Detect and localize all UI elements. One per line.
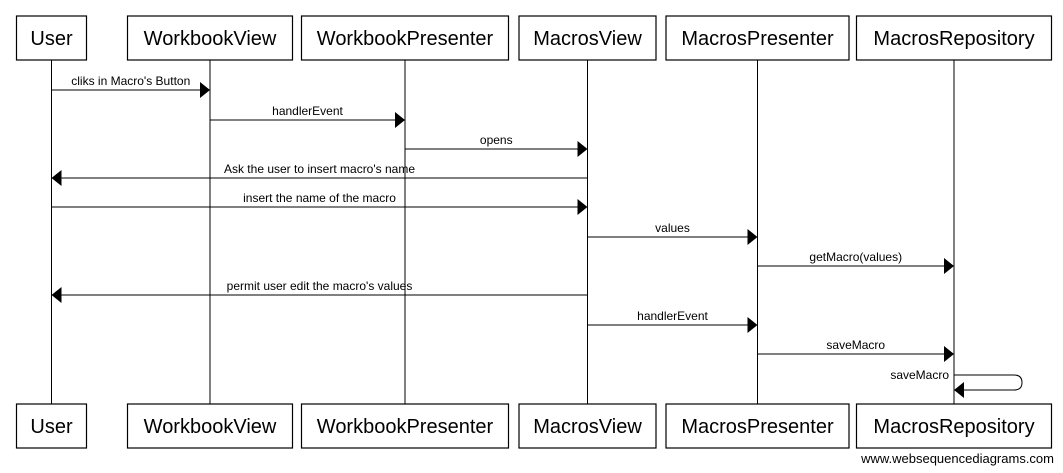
participant-name: User (30, 416, 73, 438)
arrowhead-icon (577, 199, 588, 215)
arrowhead-icon (954, 382, 964, 398)
participant-name: MacrosRepository (873, 28, 1034, 50)
participant-boxes: UserUserWorkbookViewWorkbookViewWorkbook… (15, 15, 1053, 449)
participant-box (126, 403, 294, 449)
participant-box (855, 403, 1053, 449)
message-11: saveMacro (890, 368, 1023, 398)
message-6: values (587, 221, 758, 245)
participant-macros-view-top: MacrosView (518, 15, 657, 61)
participant-name: MacrosView (533, 416, 642, 438)
participant-box (15, 403, 88, 449)
participant-macros-presenter-top: MacrosPresenter (665, 15, 850, 61)
message-label: saveMacro (826, 338, 885, 352)
participant-name: MacrosPresenter (681, 28, 834, 50)
participant-box (665, 15, 850, 61)
lifelines (51, 60, 955, 404)
arrowhead-icon (51, 170, 62, 186)
message-10: saveMacro (757, 338, 954, 362)
participant-box (15, 15, 88, 61)
participant-box (300, 15, 510, 61)
credit-text: www.websequencediagrams.com (860, 451, 1054, 466)
message-4: Ask the user to insert macro's name (51, 162, 588, 186)
participant-user-top: User (15, 15, 88, 61)
arrowhead-icon (747, 229, 758, 245)
participant-box (518, 403, 657, 449)
message-label: handlerEvent (637, 309, 708, 323)
participant-workbook-view-bottom: WorkbookView (126, 403, 294, 449)
participant-name: MacrosPresenter (681, 416, 834, 438)
message-label: getMacro(values) (809, 250, 902, 264)
participant-workbook-presenter-top: WorkbookPresenter (300, 15, 510, 61)
arrowhead-icon (200, 82, 210, 98)
participant-workbook-view-top: WorkbookView (126, 15, 294, 61)
participant-name: MacrosRepository (873, 416, 1034, 438)
participant-workbook-presenter-bottom: WorkbookPresenter (300, 403, 510, 449)
message-label: cliks in Macro's Button (71, 74, 190, 88)
message-label: opens (480, 133, 513, 147)
message-label: permit user edit the macro's values (227, 279, 413, 293)
arrowhead-icon (944, 258, 954, 274)
participant-macros-repository-top: MacrosRepository (855, 15, 1053, 61)
participant-macros-view-bottom: MacrosView (518, 403, 657, 449)
message-3: opens (405, 133, 588, 157)
participant-box (300, 403, 510, 449)
message-2: handlerEvent (210, 104, 405, 128)
participant-name: MacrosView (533, 28, 642, 50)
arrowhead-icon (51, 287, 62, 303)
participant-name: WorkbookPresenter (317, 416, 494, 438)
message-9: handlerEvent (587, 309, 758, 333)
message-label: values (655, 221, 690, 235)
participant-box (665, 403, 850, 449)
participant-box (855, 15, 1053, 61)
arrowhead-icon (577, 141, 588, 157)
participant-box (126, 15, 294, 61)
message-label: Ask the user to insert macro's name (224, 162, 415, 176)
message-label: handlerEvent (272, 104, 343, 118)
participant-name: WorkbookView (144, 416, 277, 438)
arrowhead-icon (395, 112, 405, 128)
participant-user-bottom: User (15, 403, 88, 449)
message-1: cliks in Macro's Button (51, 74, 210, 98)
message-5: insert the name of the macro (51, 191, 588, 215)
message-label: saveMacro (890, 368, 949, 382)
message-arrow-line (954, 374, 1023, 391)
participant-macros-repository-bottom: MacrosRepository (855, 403, 1053, 449)
message-label: insert the name of the macro (243, 191, 396, 205)
arrowhead-icon (944, 346, 954, 362)
participant-name: WorkbookView (144, 28, 277, 50)
participant-macros-presenter-bottom: MacrosPresenter (665, 403, 850, 449)
arrowhead-icon (747, 317, 758, 333)
message-8: permit user edit the macro's values (51, 279, 588, 303)
message-7: getMacro(values) (757, 250, 954, 274)
participant-name: User (30, 28, 73, 50)
participant-box (518, 15, 657, 61)
messages: cliks in Macro's Button handlerEvent opens… (51, 74, 1023, 398)
participant-name: WorkbookPresenter (317, 28, 494, 50)
